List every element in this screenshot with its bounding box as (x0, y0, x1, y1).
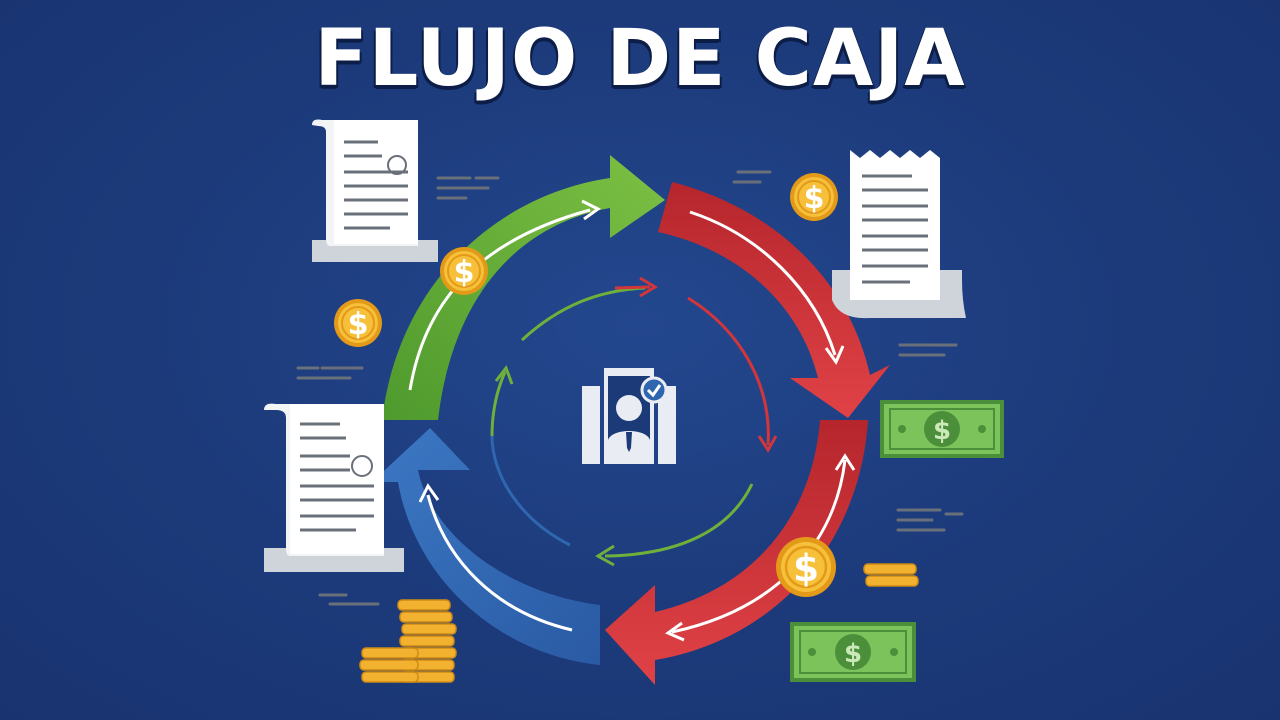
blue-cycle-arrow (372, 428, 600, 665)
coin-icon-top-left: $ (439, 246, 489, 296)
bill-icon-bottom: $ (790, 622, 916, 682)
document-icon-top-left (312, 119, 500, 262)
inner-cycle (490, 276, 778, 567)
dollar-symbol: $ (804, 181, 825, 216)
document-icon-left (264, 366, 404, 606)
bill-icon-right: $ (880, 400, 1004, 458)
red-cycle-arrow-upper (658, 182, 890, 418)
coin-stack-icon-right (863, 563, 919, 587)
motion-lines-right (896, 508, 964, 532)
dollar-symbol: $ (844, 639, 862, 669)
dollar-symbol: $ (454, 255, 475, 290)
receipt-icon-top-right (732, 150, 966, 357)
businessman-building-check-icon (582, 368, 676, 464)
dollar-symbol: $ (793, 546, 819, 590)
coin-icon-left: $ (333, 298, 383, 348)
page-title: FLUJO DE CAJA (314, 14, 966, 104)
coin-stack-icon-bottom-left (359, 599, 457, 683)
coin-icon-top-right: $ (789, 172, 839, 222)
coin-icon-bottom-right: $ (774, 535, 838, 599)
dollar-symbol: $ (348, 307, 369, 342)
dollar-symbol: $ (933, 416, 951, 446)
